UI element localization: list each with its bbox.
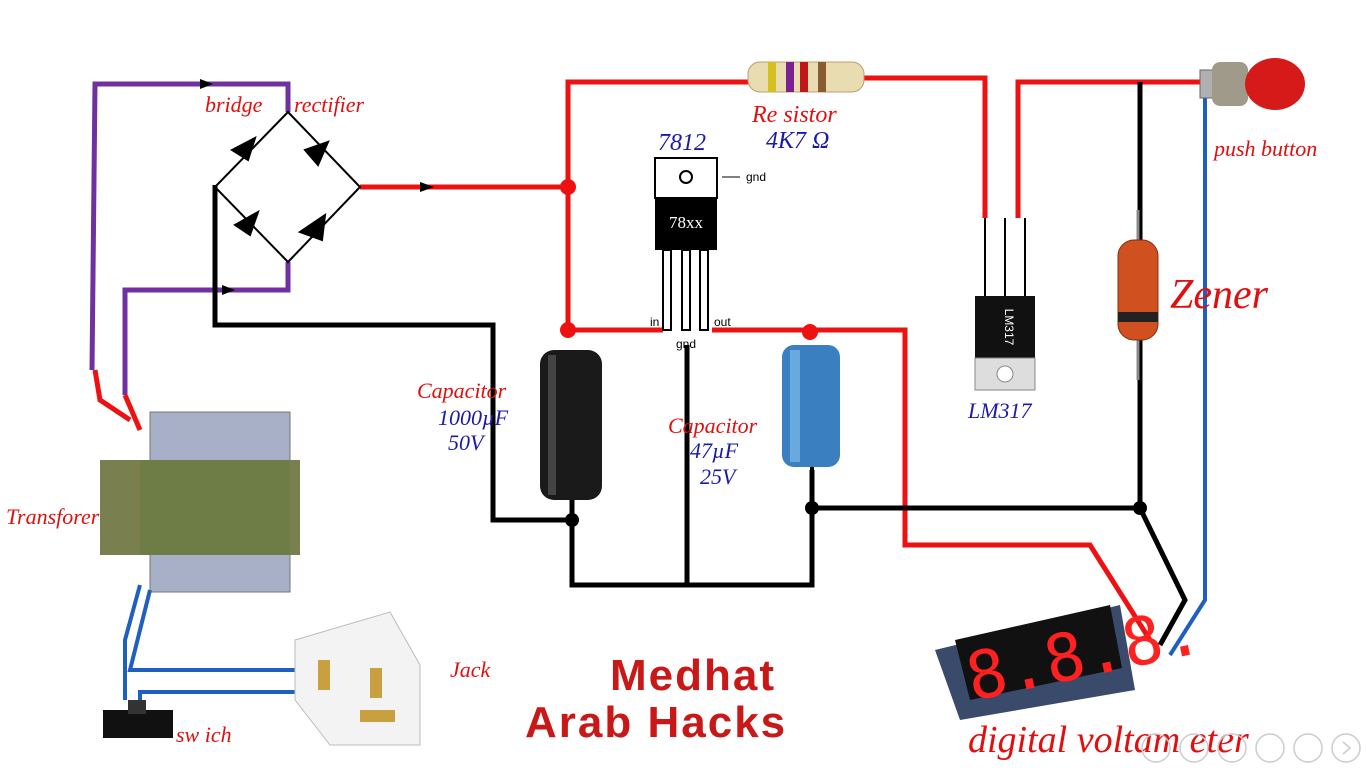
label-bridge: bridge [205, 92, 263, 117]
push-button [1199, 58, 1305, 110]
label-capacitor-2-voltage: 25V [700, 464, 738, 489]
label-lm317: LM317 [967, 398, 1033, 423]
slides-icon[interactable] [1217, 733, 1247, 763]
label-zener: Zener [1170, 272, 1269, 318]
previous-icon[interactable] [1293, 733, 1323, 763]
junctions [560, 179, 1147, 527]
transformer-secondary-wires [123, 584, 300, 700]
label-capacitor-2: Capacitor [668, 413, 758, 438]
label-capacitor-1-value: 1000µF [438, 405, 509, 430]
switch [103, 700, 173, 738]
search-icon[interactable] [1179, 733, 1209, 763]
regulator-body-label: 78xx [669, 213, 704, 232]
bridge-rectifier [213, 110, 362, 264]
next-icon[interactable] [1331, 733, 1361, 763]
pin-gnd-label: gnd [676, 337, 696, 351]
label-push-button: push button [1212, 136, 1317, 161]
pin-out-label: out [714, 315, 731, 329]
label-switch: sw ich [176, 722, 232, 747]
pin-in-label: in [650, 315, 659, 329]
capacitor-1000uf [540, 350, 602, 500]
label-7812: 7812 [658, 130, 706, 156]
pen-icon[interactable] [1255, 733, 1285, 763]
zoom-out-icon[interactable] [1141, 733, 1171, 763]
lm317-body-label: LM317 [1002, 309, 1016, 346]
positive-wires [92, 75, 1200, 642]
ac-wires [89, 81, 291, 395]
label-voltmeter: digital voltam eter [968, 719, 1249, 761]
zener-diode [1117, 210, 1159, 380]
uk-plug [294, 611, 421, 746]
resistor [747, 61, 865, 93]
label-capacitor-2-value: 47µF [690, 438, 739, 463]
gnd-tab-label: gnd [746, 170, 766, 184]
label-resistor: Re sistor [751, 102, 837, 128]
transformer [100, 411, 300, 593]
capacitor-47uf [782, 345, 840, 508]
lm317 [974, 218, 1036, 391]
slideshow-controls [1141, 733, 1361, 763]
watermark-line2: Arab Hacks [525, 698, 787, 747]
label-rectifier: rectifier [294, 92, 364, 117]
label-capacitor-1: Capacitor [417, 378, 507, 403]
watermark-line1: Medhat [610, 651, 776, 700]
digital-voltmeter [935, 605, 1135, 720]
label-jack: Jack [450, 657, 492, 682]
label-capacitor-1-voltage: 50V [448, 430, 486, 455]
label-transformer: Transforer [6, 504, 100, 529]
label-resistor-value: 4K7 Ω [766, 128, 829, 154]
regulator-7812 [654, 157, 740, 331]
